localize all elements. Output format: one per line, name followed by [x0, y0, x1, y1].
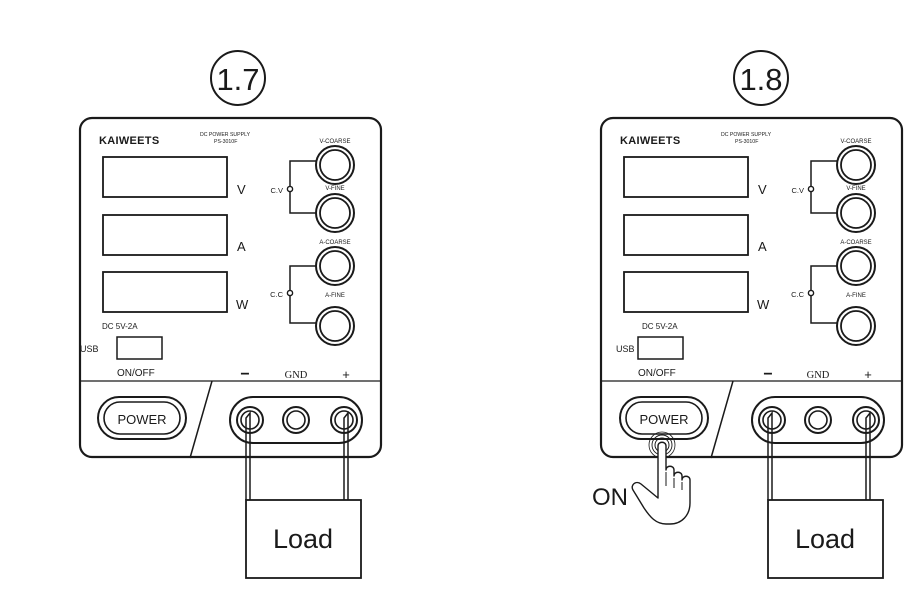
load-box — [245, 499, 362, 579]
voltage-display — [623, 156, 749, 198]
gnd-terminal[interactable] — [282, 406, 310, 434]
usb-port[interactable] — [637, 336, 684, 360]
minus-terminal-label: − — [240, 366, 249, 383]
terminal-panel — [229, 396, 363, 444]
a-coarse-knob[interactable] — [315, 246, 355, 286]
plus-terminal-label: + — [342, 367, 350, 382]
current-display — [102, 214, 228, 256]
power-display-unit: W — [236, 297, 249, 312]
model-line2: PS-3010F — [214, 139, 237, 145]
pointing-hand-icon — [631, 441, 691, 525]
gnd-terminal[interactable] — [804, 406, 832, 434]
power-button-label: POWER — [639, 412, 688, 427]
terminal-panel — [751, 396, 885, 444]
onoff-label: ON/OFF — [638, 368, 676, 379]
cv-indicator-led — [807, 185, 815, 193]
positive-lead-wire — [343, 410, 349, 500]
voltage-display — [102, 156, 228, 198]
negative-lead-wire — [245, 410, 251, 500]
step-number-circle — [733, 50, 789, 106]
current-display-unit: A — [758, 239, 767, 254]
power-button[interactable]: POWER — [619, 396, 709, 440]
step-1-7-panel: 1.7 KAIWEETS DC POWER SUPPLY PS-3010F V … — [78, 50, 383, 579]
negative-lead-wire — [767, 410, 773, 500]
brand-logo: KAIWEETS — [620, 135, 680, 147]
onoff-label: ON/OFF — [117, 368, 155, 379]
cc-bracket — [810, 265, 837, 324]
panel-slant-divider — [189, 380, 213, 459]
v-coarse-label: V-COARSE — [840, 139, 871, 145]
power-display — [623, 271, 749, 313]
usb-spec-label: DC 5V-2A — [102, 322, 138, 331]
v-fine-knob[interactable] — [836, 193, 876, 233]
model-line2: PS-3010F — [735, 139, 758, 145]
power-button-label: POWER — [117, 412, 166, 427]
voltage-display-unit: V — [758, 182, 767, 197]
power-display — [102, 271, 228, 313]
v-fine-label: V-FINE — [846, 186, 865, 192]
positive-lead-wire — [865, 410, 871, 500]
cv-label: C.V — [791, 186, 804, 195]
power-supply-body — [599, 116, 904, 459]
minus-terminal-label: − — [763, 366, 772, 383]
load-box — [767, 499, 884, 579]
cc-indicator-led — [286, 289, 294, 297]
a-coarse-label: A-COARSE — [840, 240, 871, 246]
cv-bracket — [289, 160, 316, 214]
power-button[interactable]: POWER — [97, 396, 187, 440]
model-line1: DC POWER SUPPLY — [200, 132, 251, 138]
load-label: Load — [795, 524, 855, 554]
plus-terminal-label: + — [864, 367, 872, 382]
step-1-8-panel: 1.8 KAIWEETS DC POWER SUPPLY PS-3010F V … — [592, 50, 904, 579]
on-label: ON — [592, 484, 628, 511]
power-supply-body — [78, 116, 383, 459]
power-display-unit: W — [757, 297, 770, 312]
usb-spec-label: DC 5V-2A — [642, 322, 678, 331]
usb-label: USB — [616, 344, 635, 354]
model-line1: DC POWER SUPPLY — [721, 132, 772, 138]
usb-port[interactable] — [116, 336, 163, 360]
current-display — [623, 214, 749, 256]
gnd-terminal-label: GND — [285, 370, 308, 381]
brand-logo: KAIWEETS — [99, 135, 159, 147]
step-number: 1.8 — [739, 62, 782, 97]
cc-label: C.C — [791, 290, 805, 299]
cv-bracket — [810, 160, 837, 214]
gnd-terminal-label: GND — [807, 370, 830, 381]
v-coarse-label: V-COARSE — [319, 139, 350, 145]
v-coarse-knob[interactable] — [836, 145, 876, 185]
voltage-display-unit: V — [237, 182, 246, 197]
a-coarse-label: A-COARSE — [319, 240, 350, 246]
a-fine-knob[interactable] — [836, 306, 876, 346]
v-fine-label: V-FINE — [325, 186, 344, 192]
cv-indicator-led — [286, 185, 294, 193]
step-number-circle — [210, 50, 266, 106]
cc-indicator-led — [807, 289, 815, 297]
a-fine-label: A-FINE — [846, 293, 866, 299]
cc-bracket — [289, 265, 316, 324]
a-fine-label: A-FINE — [325, 293, 345, 299]
cc-label: C.C — [270, 290, 284, 299]
a-fine-knob[interactable] — [315, 306, 355, 346]
load-label: Load — [273, 524, 333, 554]
current-display-unit: A — [237, 239, 246, 254]
v-fine-knob[interactable] — [315, 193, 355, 233]
usb-label: USB — [80, 344, 99, 354]
step-number: 1.7 — [216, 62, 259, 97]
cv-label: C.V — [270, 186, 283, 195]
v-coarse-knob[interactable] — [315, 145, 355, 185]
a-coarse-knob[interactable] — [836, 246, 876, 286]
panel-slant-divider — [710, 380, 734, 459]
